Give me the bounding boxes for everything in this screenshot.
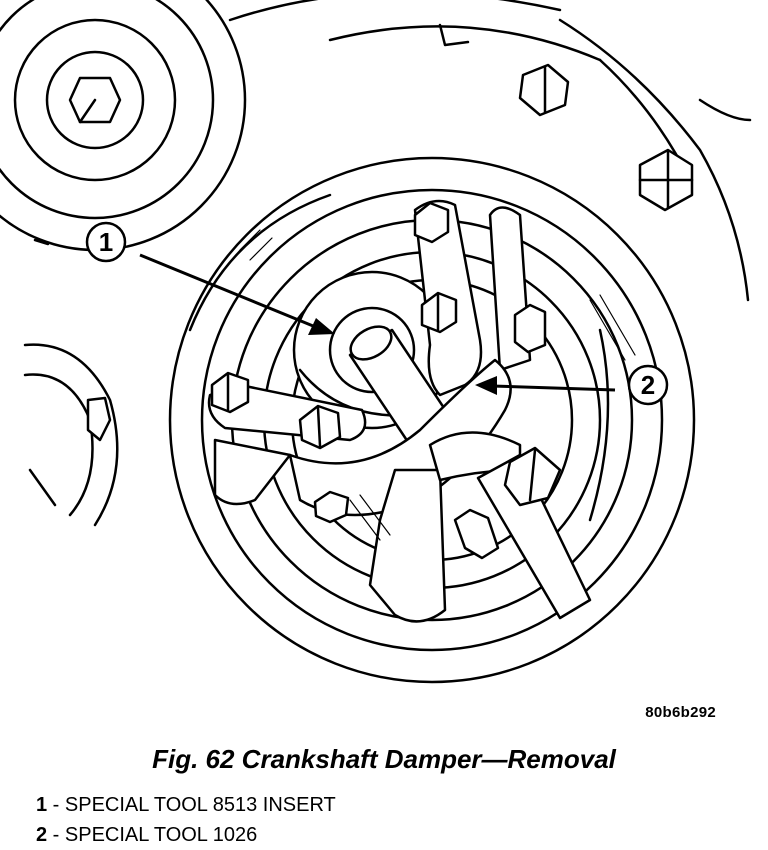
legend-item-2-number: 2: [36, 824, 48, 846]
figure-caption: Fig. 62 Crankshaft Damper—Removal: [152, 744, 616, 774]
idler-pulley-upper-left: [0, 0, 247, 252]
callout-1: 1: [85, 221, 335, 335]
puller-bolt-left: [210, 371, 250, 414]
legend-item-2-text: SPECIAL TOOL 1026: [64, 824, 258, 846]
cover-bolt-upper: [518, 63, 570, 117]
legend-separator: -: [47, 794, 65, 816]
idler-pulley-lower-left: [23, 238, 119, 527]
crankshaft-damper-removal-illustration: 1 2: [0, 0, 752, 684]
callout-1-number: 1: [99, 227, 113, 257]
puller-bolt-upper-center: [420, 291, 458, 334]
image-reference-code: 80b6b292: [645, 704, 716, 721]
legend-item-1-text: SPECIAL TOOL 8513 INSERT: [64, 794, 336, 816]
legend-item-1: 1 - SPECIAL TOOL 8513 INSERT: [36, 790, 336, 820]
special-tool-8513-insert: [348, 325, 454, 450]
shading-lines: [239, 229, 636, 541]
legend-separator: -: [47, 824, 65, 846]
callout-legend: 1 - SPECIAL TOOL 8513 INSERT 2 - SPECIAL…: [36, 790, 336, 850]
puller-bolt-lower-left: [313, 490, 350, 524]
upper-pulley: [228, 0, 602, 62]
callout-2-number: 2: [641, 370, 655, 400]
forcing-screw: [453, 446, 592, 620]
cover-bolt-right: [638, 148, 694, 212]
legend-item-2: 2 - SPECIAL TOOL 1026: [36, 820, 336, 850]
puller-bolt-right: [513, 303, 547, 354]
callout-2: 2: [475, 364, 669, 406]
puller-bolt-center: [298, 404, 342, 450]
puller-bolt-top: [413, 201, 450, 244]
legend-item-1-number: 1: [36, 794, 48, 816]
